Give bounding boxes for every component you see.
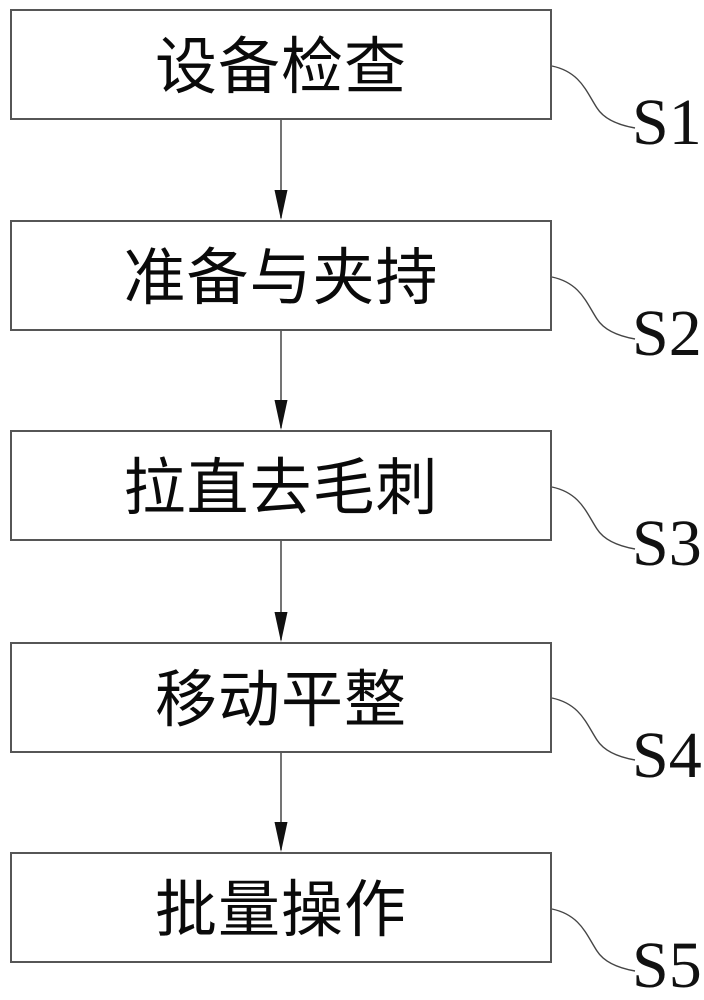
step-tag-s4: S4 (632, 719, 702, 792)
leader-line-s3 (551, 486, 636, 550)
flow-arrow-3 (274, 541, 288, 642)
step-box-prepare-clamp: 准备与夹持 (10, 220, 552, 331)
step-label: 设备检查 (154, 33, 407, 102)
step-label: 拉直去毛刺 (123, 454, 439, 523)
step-box-batch-operation: 批量操作 (10, 852, 552, 963)
leader-line-s5 (551, 908, 636, 972)
arrowhead-icon (274, 822, 288, 852)
step-tag-s1: S1 (632, 86, 702, 159)
step-label: 批量操作 (154, 876, 407, 945)
step-label: 移动平整 (154, 666, 407, 735)
flow-arrow-2 (274, 331, 288, 430)
arrowhead-icon (274, 190, 288, 220)
step-tag-s5: S5 (632, 929, 702, 1000)
step-box-equipment-check: 设备检查 (10, 9, 552, 120)
leader-line-s2 (551, 276, 636, 340)
arrowhead-icon (274, 400, 288, 430)
flow-arrow-1 (274, 120, 288, 220)
step-tag-s2: S2 (632, 297, 702, 370)
step-tag-s3: S3 (632, 507, 702, 580)
leader-line-s1 (551, 65, 636, 129)
step-label: 准备与夹持 (123, 244, 439, 313)
leader-line-s4 (551, 697, 636, 761)
flow-arrow-4 (274, 752, 288, 852)
arrowhead-icon (274, 612, 288, 642)
step-box-move-flatten: 移动平整 (10, 642, 552, 753)
step-box-straighten-deburr: 拉直去毛刺 (10, 430, 552, 541)
